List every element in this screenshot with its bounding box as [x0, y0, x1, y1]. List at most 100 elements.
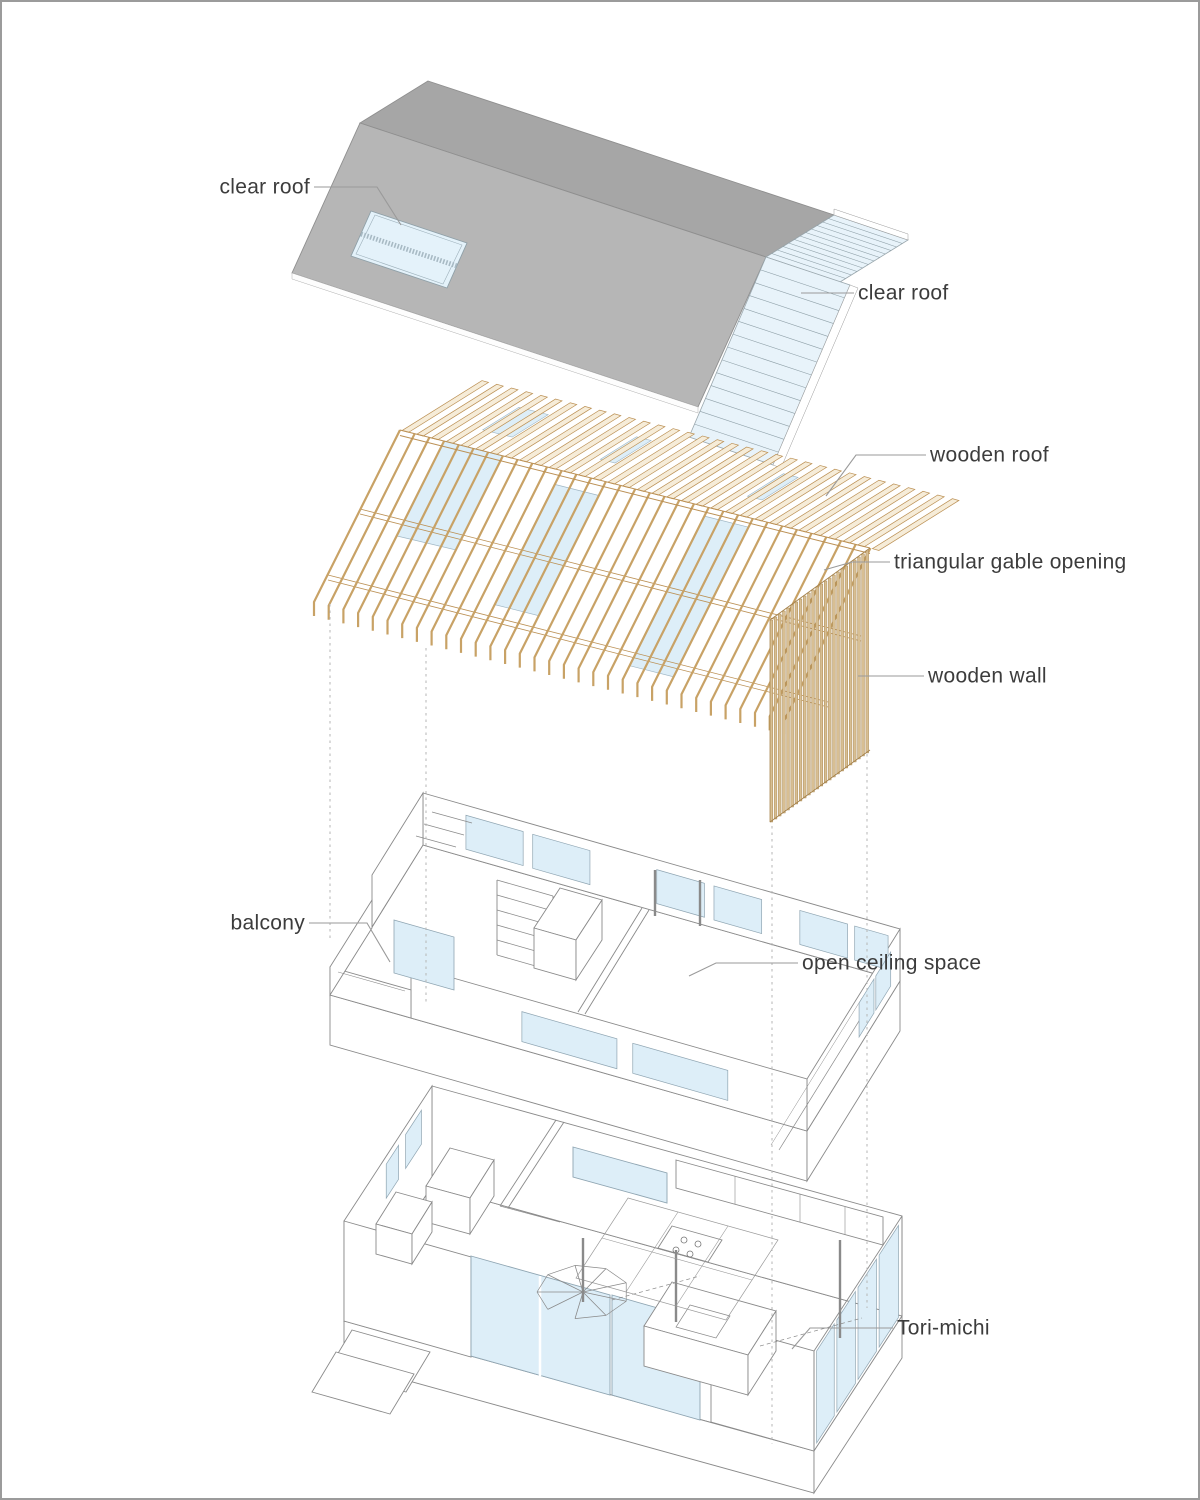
rafter: [504, 477, 593, 664]
1f-ne-window: [572, 1146, 668, 1204]
spiral-stair-rim: [574, 1315, 607, 1319]
clear-roof-top-stripes: [771, 218, 903, 279]
1f-partition: [507, 1121, 565, 1209]
1f-nw-window: [385, 1144, 399, 1200]
rafter: [518, 481, 607, 668]
hidden-edge-line: [759, 1317, 863, 1347]
wooden-wall-slat: [853, 559, 857, 763]
rafter: [415, 455, 504, 642]
2f-shelf: [431, 811, 473, 824]
wooden-wall-slats: [769, 550, 869, 823]
label-clear-roof-left: clear roof: [219, 176, 310, 199]
clear-roof-stripe: [705, 398, 790, 427]
roof-skylight-hatch: [360, 231, 458, 269]
clear-roof-stripe: [816, 225, 892, 251]
clear-roof-stripe: [710, 385, 796, 414]
rafter: [621, 506, 710, 694]
spiral-stair-rim: [536, 1274, 549, 1293]
roof-glass-panel: [494, 483, 600, 617]
rafter: [342, 436, 431, 624]
leader-lines: [309, 186, 926, 1350]
2f-ne-window: [532, 833, 591, 886]
rafter: [577, 495, 666, 683]
roof-skylight-frame: [355, 214, 463, 285]
spiral-stair-rim: [547, 1265, 576, 1275]
annotation-labels: clear roof clear roof wooden roof triang…: [219, 176, 1126, 1340]
wooden-wall-bottom-edge: [769, 749, 871, 823]
2f-ne-window: [799, 909, 848, 959]
clear-roof-stripe: [822, 221, 897, 248]
wooden-wall-slat: [773, 616, 778, 820]
label-balcony: balcony: [231, 912, 306, 935]
2f-se-window: [875, 950, 892, 1012]
clear-roof-stripe: [811, 228, 886, 255]
wooden-wall-slat: [790, 604, 794, 808]
wooden-wall-slat: [823, 580, 828, 784]
rafter: [327, 433, 416, 620]
leader-tori-michi: [791, 1327, 893, 1350]
rafter: [533, 484, 622, 672]
second-floor-layer: [329, 791, 901, 1183]
roof-plank: [871, 498, 960, 551]
clear-roof-stripe: [771, 253, 846, 279]
clear-roof-stripe: [777, 249, 852, 276]
kitchen-stove: [657, 1225, 723, 1263]
label-triangular-gable-opening: triangular gable opening: [894, 551, 1127, 574]
wooden-wall-slat: [803, 595, 807, 799]
1f-partition: [499, 1119, 557, 1207]
clear-roof-front-stripes: [694, 269, 845, 453]
label-open-ceiling-space: open ceiling space: [802, 952, 981, 975]
tatami-line: [601, 1237, 753, 1281]
stove-top: [657, 1225, 723, 1263]
wooden-wall-slat: [815, 586, 819, 790]
1f-nw-windows: [385, 1109, 422, 1200]
clear-roof-stripe: [782, 246, 858, 272]
1f-storage-box: [375, 1191, 433, 1266]
1f-slab-se-face: [813, 1314, 903, 1495]
rafters: [312, 429, 872, 735]
clear-roof-stripe: [799, 235, 875, 262]
island-side: [747, 1309, 777, 1397]
balcony-parapet-nw: [329, 898, 373, 997]
wooden-wall-slat: [819, 583, 823, 787]
rafter: [445, 462, 534, 650]
2f-ne-window: [713, 885, 763, 935]
1f-se-glass-wall: [816, 1224, 899, 1445]
rafter: [739, 536, 828, 724]
2f-ne-window: [656, 869, 705, 918]
rafter-planks: [401, 380, 960, 551]
open-ceiling-edge-inner: [770, 997, 863, 1146]
clear-roof-stripe: [699, 411, 785, 440]
rafter: [636, 510, 725, 698]
spiral-staircase: [536, 1238, 627, 1319]
label-wooden-roof: wooden roof: [929, 444, 1049, 467]
rafter: [695, 525, 784, 712]
2f-stair-tread: [496, 879, 554, 897]
1f-se-glass-pane: [816, 1322, 835, 1445]
storage-side: [469, 1158, 495, 1236]
stove-burner: [694, 1240, 702, 1248]
wooden-wall-slat: [849, 562, 853, 766]
wooden-wall-slat: [811, 589, 815, 793]
clear-roof-stripe: [727, 346, 812, 376]
spiral-stair-step: [547, 1274, 584, 1293]
clear-roof-stripe: [754, 282, 840, 312]
rafter: [371, 444, 460, 631]
wooden-wall-slat: [865, 550, 869, 754]
leader-triangular-gable-opening: [823, 561, 890, 571]
projection-guides: [329, 604, 868, 1444]
clear-roof-stripe: [743, 308, 829, 337]
rafter: [592, 499, 681, 687]
leader-wooden-roof: [825, 454, 926, 497]
rafter: [548, 488, 637, 676]
1f-se-glass-pane: [878, 1224, 899, 1349]
stove-burner: [686, 1250, 694, 1258]
2f-cabinet-right: [575, 898, 603, 982]
2f-sw-window: [632, 1042, 729, 1101]
rafter: [474, 470, 563, 657]
rafter: [459, 466, 548, 653]
spiral-stair-rim: [536, 1291, 549, 1310]
rafter: [489, 473, 578, 661]
